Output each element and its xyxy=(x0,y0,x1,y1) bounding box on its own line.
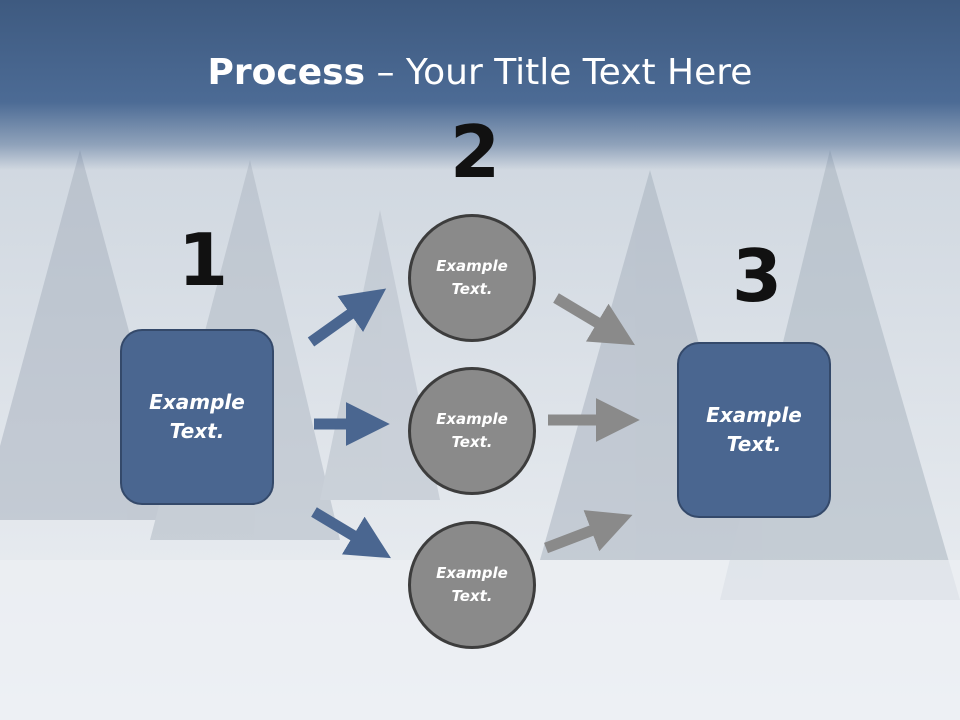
right-box-line1: Example xyxy=(706,403,802,427)
title-rest: – Your Title Text Here xyxy=(365,52,753,93)
slide-title: Process – Your Title Text Here xyxy=(0,52,960,93)
circle-top-line2: Text. xyxy=(451,280,493,298)
circle-middle-line2: Text. xyxy=(451,433,493,451)
right-box-line2: Text. xyxy=(726,432,782,456)
step-number-2: 2 xyxy=(450,110,501,194)
arrow-left-to-top xyxy=(307,288,387,347)
arrow-left-to-bottom xyxy=(311,507,391,559)
left-box-line1: Example xyxy=(149,390,245,414)
arrow-top-to-right xyxy=(553,293,636,346)
step-number-1: 1 xyxy=(178,218,229,302)
circle-middle-line1: Example xyxy=(436,410,508,428)
left-box-line2: Text. xyxy=(169,419,225,443)
step-number-3: 3 xyxy=(732,234,783,318)
circle-top-line1: Example xyxy=(436,257,508,275)
circle-bottom-line1: Example xyxy=(436,564,508,582)
circle-bottom-line2: Text. xyxy=(451,587,493,605)
arrow-bottom-to-right xyxy=(544,510,633,554)
title-band xyxy=(0,0,960,170)
title-bold: Process xyxy=(207,52,366,93)
